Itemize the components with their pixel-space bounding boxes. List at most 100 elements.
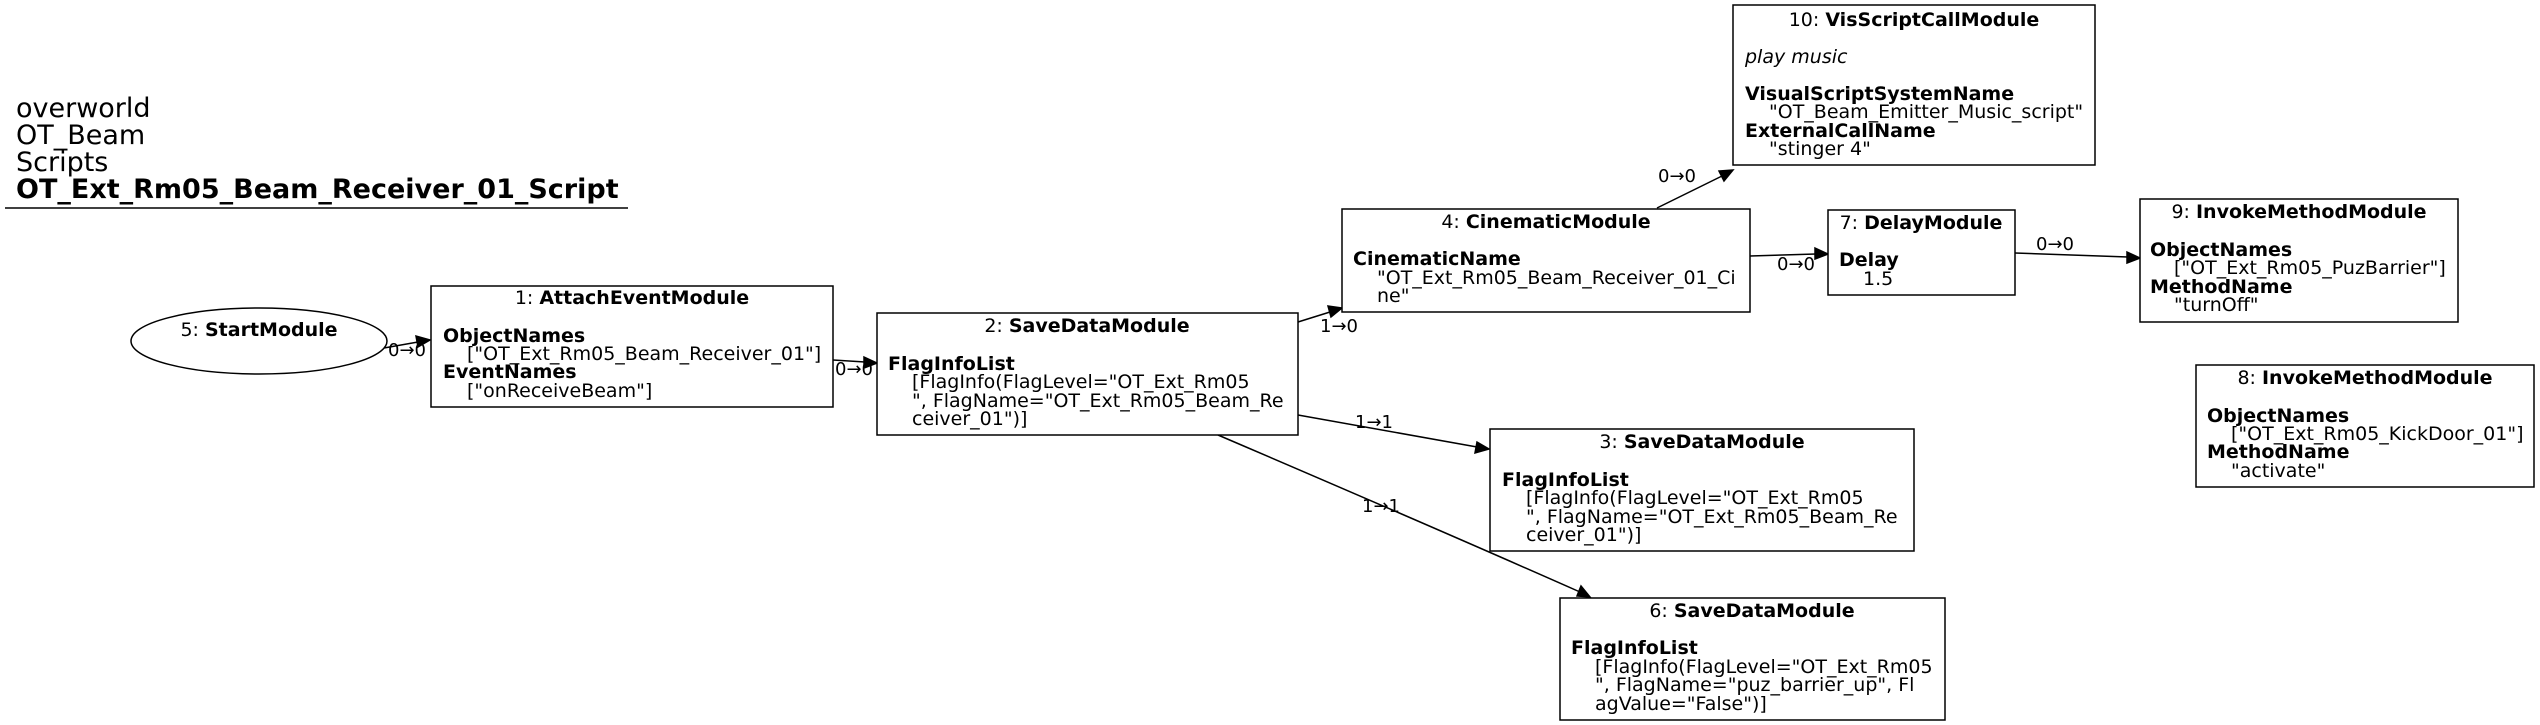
edge-1-2: 0→0 bbox=[832, 355, 879, 380]
node-outline bbox=[1341, 208, 1751, 313]
edge-line bbox=[1749, 253, 1817, 257]
node-header: 8: InvokeMethodModule bbox=[2237, 367, 2492, 389]
graph-title: overworld OT_Beam Scripts OT_Ext_Rm05_Be… bbox=[5, 93, 628, 209]
edge-label: 1→1 bbox=[1362, 496, 1400, 517]
node-cinematic-module[interactable]: 4: CinematicModule CinematicName "OT_Ext… bbox=[1341, 208, 1751, 313]
edge-arrowhead bbox=[1326, 305, 1344, 319]
node-outline bbox=[130, 307, 388, 375]
edge-4-7: 0→0 bbox=[1749, 246, 1830, 275]
node-header: 5: StartModule bbox=[180, 319, 337, 341]
node-header: 3: SaveDataModule bbox=[1599, 431, 1804, 453]
node-outline bbox=[1559, 597, 1946, 721]
node-delay-module[interactable]: 7: DelayModule Delay 1.5 bbox=[1827, 209, 2016, 296]
val-flag-info-line-3: ceiver_01")] bbox=[912, 408, 1027, 430]
node-outline bbox=[2139, 198, 2459, 323]
prop-object-names: ObjectNames bbox=[443, 325, 585, 347]
prop-event-names: EventNames bbox=[443, 361, 577, 383]
edge-arrowhead bbox=[1474, 440, 1491, 455]
edge-line bbox=[383, 341, 419, 349]
node-attach-event-module[interactable]: 1: AttachEventModule ObjectNames ["OT_Ex… bbox=[430, 285, 834, 408]
title-script-name: OT_Ext_Rm05_Beam_Receiver_01_Script bbox=[16, 174, 619, 205]
val-visual-script-system-name: "OT_Beam_Emitter_Music_script" bbox=[1769, 101, 2083, 123]
node-header: 7: DelayModule bbox=[1840, 212, 2003, 234]
edge-arrowhead bbox=[863, 355, 879, 370]
node-start-module[interactable]: 5: StartModule bbox=[130, 307, 388, 375]
prop-method-name: MethodName bbox=[2150, 276, 2292, 298]
edge-label: 0→0 bbox=[2036, 234, 2074, 255]
title-line-world: overworld bbox=[16, 93, 151, 124]
edge-7-9: 0→0 bbox=[2014, 234, 2142, 265]
node-outline bbox=[1827, 209, 2016, 296]
edge-arrowhead bbox=[2126, 250, 2142, 265]
prop-object-names: ObjectNames bbox=[2207, 405, 2349, 427]
edge-arrowhead bbox=[415, 334, 432, 349]
edge-label: 1→0 bbox=[1320, 316, 1358, 337]
edge-4-10: 0→0 bbox=[1656, 166, 1735, 209]
edge-2-4: 1→0 bbox=[1297, 305, 1358, 337]
val-external-call-name: "stinger 4" bbox=[1769, 138, 1871, 160]
node-invoke-method-module-9[interactable]: 9: InvokeMethodModule ObjectNames ["OT_E… bbox=[2139, 198, 2459, 323]
node-save-data-module-6[interactable]: 6: SaveDataModule FlagInfoList [FlagInfo… bbox=[1559, 597, 1946, 721]
node-header: 10: VisScriptCallModule bbox=[1789, 9, 2040, 31]
node-save-data-module-3[interactable]: 3: SaveDataModule FlagInfoList [FlagInfo… bbox=[1489, 428, 1915, 552]
val-flag-info-line-1: [FlagInfo(FlagLevel="OT_Ext_Rm05 bbox=[1526, 487, 1864, 509]
prop-visual-script-system-name: VisualScriptSystemName bbox=[1745, 83, 2014, 105]
val-object-names: ["OT_Ext_Rm05_Beam_Receiver_01"] bbox=[467, 343, 821, 365]
val-method-name: "turnOff" bbox=[2174, 294, 2259, 316]
prop-method-name: MethodName bbox=[2207, 441, 2349, 463]
val-event-names: ["onReceiveBeam"] bbox=[467, 380, 652, 402]
node-header: 1: AttachEventModule bbox=[515, 287, 749, 309]
node-save-data-module-2[interactable]: 2: SaveDataModule FlagInfoList [FlagInfo… bbox=[876, 312, 1299, 436]
edge-label: 0→0 bbox=[388, 340, 426, 361]
edge-arrowhead bbox=[1814, 246, 1830, 261]
node-invoke-method-module-8[interactable]: 8: InvokeMethodModule ObjectNames ["OT_E… bbox=[2195, 364, 2535, 488]
prop-flag-info-list: FlagInfoList bbox=[888, 353, 1015, 375]
node-vis-script-call-module[interactable]: 10: VisScriptCallModule play music Visua… bbox=[1732, 4, 2096, 166]
val-object-names: ["OT_Ext_Rm05_PuzBarrier"] bbox=[2174, 257, 2446, 279]
node-header: 2: SaveDataModule bbox=[984, 315, 1189, 337]
val-delay: 1.5 bbox=[1863, 268, 1893, 290]
val-flag-info-line-3: agValue="False")] bbox=[1595, 693, 1767, 715]
edge-2-6: 1→1 bbox=[1217, 434, 1592, 598]
edge-line bbox=[1656, 175, 1723, 209]
val-flag-info-line-1: [FlagInfo(FlagLevel="OT_Ext_Rm05 bbox=[912, 371, 1250, 393]
val-flag-info-line-2: ", FlagName="OT_Ext_Rm05_Beam_Re bbox=[1526, 506, 1898, 528]
node-header: 6: SaveDataModule bbox=[1649, 600, 1854, 622]
node-comment: play music bbox=[1744, 46, 1848, 68]
val-cinematic-name-line-1: "OT_Ext_Rm05_Beam_Receiver_01_Ci bbox=[1377, 267, 1736, 289]
prop-cinematic-name: CinematicName bbox=[1353, 248, 1521, 270]
val-flag-info-line-1: [FlagInfo(FlagLevel="OT_Ext_Rm05 bbox=[1595, 656, 1933, 678]
node-outline bbox=[1489, 428, 1915, 552]
edge-label: 1→1 bbox=[1355, 412, 1393, 433]
val-flag-info-line-2: ", FlagName="puz_barrier_up", Fl bbox=[1595, 674, 1914, 696]
val-object-names: ["OT_Ext_Rm05_KickDoor_01"] bbox=[2231, 423, 2524, 445]
node-outline bbox=[430, 285, 834, 408]
prop-object-names: ObjectNames bbox=[2150, 239, 2292, 261]
prop-delay: Delay bbox=[1839, 249, 1899, 271]
edges: 0→0 0→0 1→0 0→0 0→0 0→0 bbox=[383, 166, 2142, 598]
edge-label: 0→0 bbox=[1777, 254, 1815, 275]
title-line-category: Scripts bbox=[16, 147, 108, 178]
prop-flag-info-list: FlagInfoList bbox=[1502, 469, 1629, 491]
node-outline bbox=[2195, 364, 2535, 488]
edge-arrowhead bbox=[1575, 584, 1592, 598]
node-header: 9: InvokeMethodModule bbox=[2171, 201, 2426, 223]
node-header: 4: CinematicModule bbox=[1441, 211, 1650, 233]
node-outline bbox=[1732, 4, 2096, 166]
edge-arrowhead bbox=[1717, 169, 1735, 183]
edge-2-3: 1→1 bbox=[1297, 412, 1491, 455]
edge-label: 0→0 bbox=[835, 359, 873, 380]
edge-line bbox=[1297, 311, 1331, 323]
val-method-name: "activate" bbox=[2231, 460, 2325, 482]
val-flag-info-line-3: ceiver_01")] bbox=[1526, 524, 1641, 546]
edge-line bbox=[2014, 252, 2129, 258]
edge-line bbox=[1297, 414, 1478, 448]
val-flag-info-line-2: ", FlagName="OT_Ext_Rm05_Beam_Re bbox=[912, 390, 1284, 412]
edge-line bbox=[1217, 434, 1581, 593]
node-outline bbox=[876, 312, 1299, 436]
title-line-area: OT_Beam bbox=[16, 120, 145, 151]
val-cinematic-name-line-2: ne" bbox=[1377, 285, 1409, 307]
prop-external-call-name: ExternalCallName bbox=[1745, 120, 1936, 142]
edge-5-1: 0→0 bbox=[383, 334, 432, 361]
